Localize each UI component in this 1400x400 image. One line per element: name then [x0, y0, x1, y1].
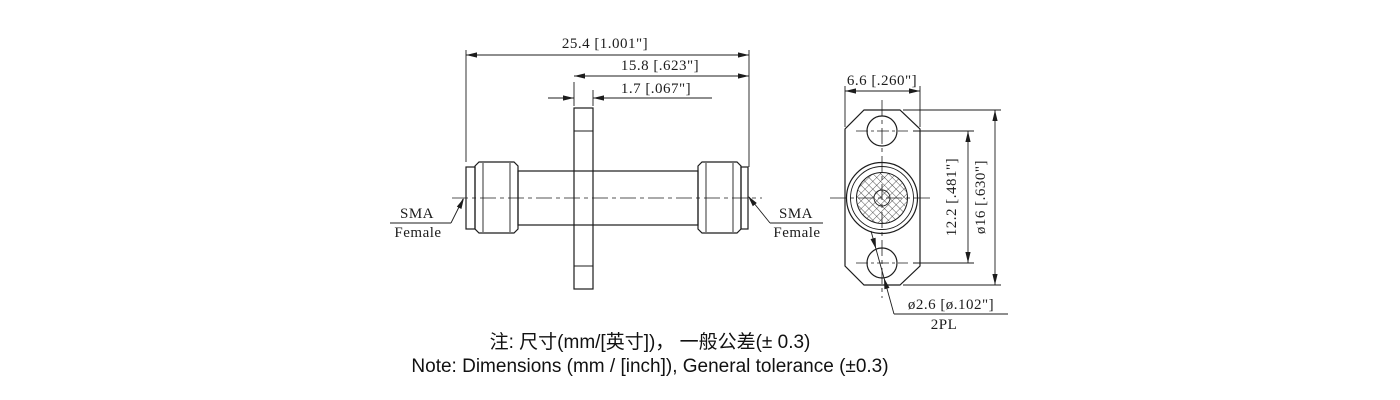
dim-flange-width: 6.6 [.260"]	[844, 73, 921, 127]
left-hex-nut	[474, 161, 519, 234]
flange-plate-side	[573, 107, 594, 290]
dim-mounting-hole: ø2.6 [ø.102"] 2PL	[870, 230, 1008, 333]
dim-flange-to-end: 15.8 [.623"]	[573, 58, 749, 106]
left-connector-label: SMA Female	[390, 198, 464, 241]
dim-mounting-hole-label: ø2.6 [ø.102"]	[908, 297, 994, 313]
front-view: 6.6 [.260"] 12.2 [.481"] ø16 [.630"]	[830, 73, 1008, 333]
right-connector-type: SMA	[779, 206, 813, 222]
dim-flange-thickness: 1.7 [.067"]	[548, 81, 712, 106]
dim-hole-spacing-label: 12.2 [.481"]	[944, 158, 960, 236]
left-connector-gender: Female	[394, 225, 441, 241]
dim-flange-to-end-label: 15.8 [.623"]	[621, 58, 699, 74]
right-connector-gender: Female	[773, 225, 820, 241]
dim-overall-length: 25.4 [1.001"]	[465, 36, 750, 167]
dim-flange-height-label: ø16 [.630"]	[973, 160, 989, 234]
dim-overall-length-label: 25.4 [1.001"]	[562, 36, 648, 52]
right-connector-face	[740, 166, 749, 230]
right-hex-nut	[697, 161, 742, 234]
note-line-english: Note: Dimensions (mm / [inch]), General …	[411, 356, 889, 377]
side-view: 25.4 [1.001"] 15.8 [.623"] 1.7 [.067"] S…	[390, 36, 823, 290]
mounting-hole-qty-label: 2PL	[931, 317, 958, 333]
dim-flange-width-label: 6.6 [.260"]	[847, 73, 917, 89]
dim-flange-height: ø16 [.630"]	[903, 109, 1001, 286]
dim-flange-thickness-label: 1.7 [.067"]	[621, 81, 691, 97]
flange-outline	[844, 109, 921, 286]
right-connector-label: SMA Female	[748, 196, 823, 241]
left-connector-type: SMA	[400, 206, 434, 222]
notes-block: 注: 尺寸(mm/[英寸])， 一般公差(± 0.3) Note: Dimens…	[300, 331, 1000, 379]
dim-hole-spacing: 12.2 [.481"]	[913, 130, 974, 264]
note-line-chinese: 注: 尺寸(mm/[英寸])， 一般公差(± 0.3)	[489, 332, 811, 353]
